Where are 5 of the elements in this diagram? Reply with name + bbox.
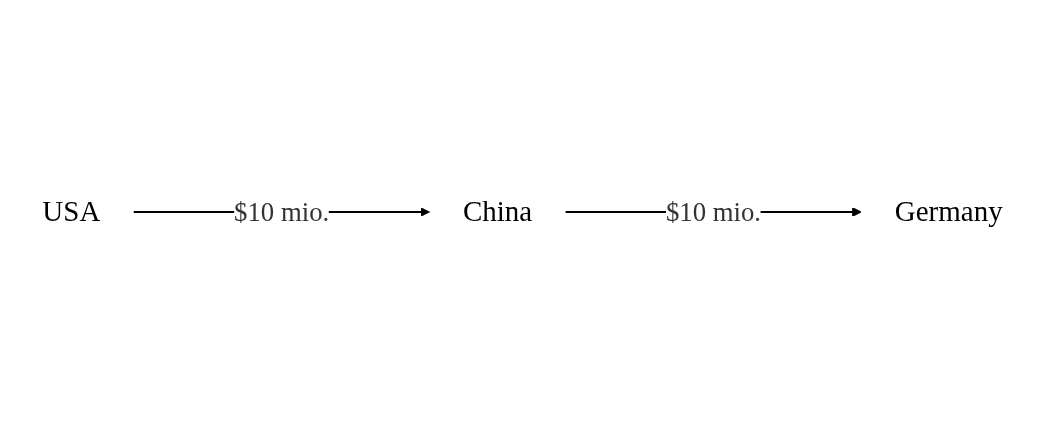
node-text: China: [462, 195, 533, 229]
node-text: Germany: [894, 195, 1003, 229]
node-text: USA: [42, 195, 101, 229]
edge-label: $10 mio.: [234, 197, 330, 227]
edge-label: $10 mio.: [665, 197, 762, 227]
